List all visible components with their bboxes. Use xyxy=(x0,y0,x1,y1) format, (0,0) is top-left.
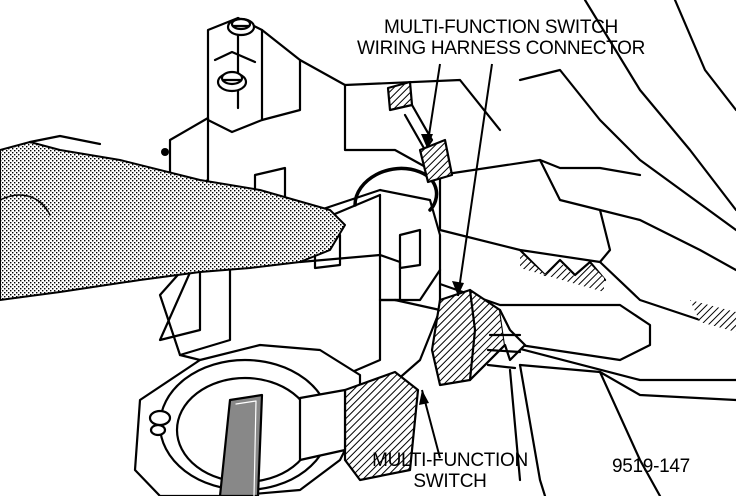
arrowhead-icon xyxy=(419,390,429,405)
switch-label-line2: SWITCH xyxy=(413,471,487,492)
bracket-bolt-top-icon xyxy=(226,17,256,37)
harness-connector-label-line2: WIRING HARNESS CONNECTOR xyxy=(356,38,646,59)
column-tube-hatching xyxy=(520,252,604,292)
gloved-hand-illustration xyxy=(0,141,346,301)
arrowhead-icon xyxy=(452,281,464,296)
arrowhead-icon xyxy=(421,134,433,148)
bracket-bolt-lower-icon xyxy=(216,70,248,93)
column-tube xyxy=(398,268,736,496)
figure-number: 9519-147 xyxy=(612,456,690,477)
upper-connector-icon xyxy=(386,80,454,184)
leader-line-connector-lower xyxy=(457,63,493,297)
harness-connector-callout: MULTI-FUNCTION SWITCH WIRING HARNESS CON… xyxy=(336,17,666,59)
harness-connector-icon xyxy=(430,288,527,387)
wire-loop xyxy=(353,166,439,212)
switch-label-line1: MULTI-FUNCTION xyxy=(372,450,528,471)
harness-connector-label-line1: MULTI-FUNCTION SWITCH xyxy=(384,17,618,38)
ignition-lock-cylinder-icon xyxy=(133,343,420,496)
switch-callout: MULTI-FUNCTION SWITCH xyxy=(350,450,550,492)
